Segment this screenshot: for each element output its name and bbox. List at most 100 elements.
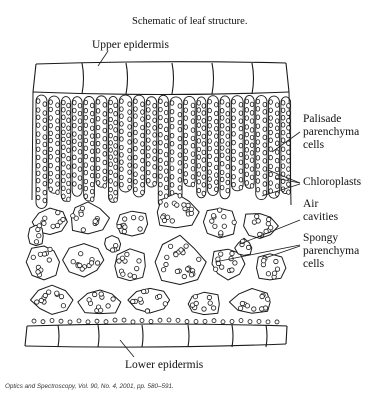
chloroplast (55, 223, 59, 227)
upper-epidermis-cell-wall (212, 63, 214, 94)
chloroplast (170, 183, 174, 188)
chloroplast (67, 174, 71, 179)
chloroplast (191, 128, 195, 133)
chloroplast (95, 319, 99, 323)
chloroplast (128, 102, 132, 107)
chloroplast (191, 159, 195, 164)
chloroplast (269, 116, 273, 121)
chloroplast (256, 179, 260, 184)
chloroplast (214, 149, 218, 154)
chloroplast (67, 133, 71, 138)
chloroplast (232, 140, 236, 145)
chloroplast (109, 148, 113, 153)
chloroplast (263, 102, 267, 107)
chloroplast (67, 148, 71, 153)
chloroplast (263, 167, 267, 172)
chloroplast (90, 197, 94, 202)
chloroplast (96, 116, 100, 121)
chloroplast (191, 136, 195, 141)
chloroplast (256, 171, 260, 176)
chloroplast (263, 135, 267, 140)
chloroplast (226, 103, 230, 108)
chloroplast (220, 116, 224, 121)
chloroplast (141, 158, 145, 163)
chloroplast (239, 185, 243, 190)
chloroplast (214, 134, 218, 139)
chloroplast (36, 187, 40, 192)
chloroplast (184, 164, 188, 169)
chloroplast (120, 114, 124, 119)
chloroplast (256, 140, 260, 145)
chloroplast (178, 112, 182, 117)
chloroplast (43, 150, 47, 155)
upper-epidermis-cell-wall (252, 63, 254, 94)
chloroplast (159, 132, 163, 137)
chloroplast (287, 103, 291, 108)
label-chloroplasts: Chloroplasts (303, 176, 361, 189)
upper-epidermis-layer (33, 62, 289, 95)
chloroplast (120, 167, 124, 172)
chloroplast (99, 308, 103, 312)
chloroplast (47, 290, 51, 294)
lower-epidermis-layer (25, 324, 287, 347)
chloroplast (138, 297, 142, 301)
chloroplast (153, 156, 157, 161)
chloroplast (90, 149, 94, 154)
chloroplast (78, 119, 82, 124)
chloroplast (134, 139, 138, 144)
chloroplast (170, 190, 174, 195)
chloroplast (73, 155, 77, 160)
leader-upper-epidermis (98, 51, 108, 66)
chloroplast (178, 193, 182, 198)
chloroplast (256, 132, 260, 137)
chloroplast (49, 187, 53, 192)
citation: Optics and Spectroscopy, Vol. 90, No. 4,… (5, 383, 174, 390)
chloroplast (90, 118, 94, 123)
chloroplast (62, 100, 66, 105)
chloroplast (164, 194, 168, 199)
chloroplast (214, 157, 218, 162)
chloroplast (281, 100, 285, 105)
chloroplast (36, 132, 40, 137)
chloroplast (184, 244, 188, 248)
chloroplast (73, 123, 77, 128)
chloroplast (226, 156, 230, 161)
label-lower-epidermis: Lower epidermis (125, 359, 203, 372)
chloroplast (43, 190, 47, 195)
chloroplast (134, 122, 138, 127)
chloroplast (134, 130, 138, 135)
chloroplast (238, 306, 242, 310)
chloroplast (266, 297, 270, 301)
chloroplast (79, 212, 83, 216)
chloroplast (197, 180, 201, 185)
chloroplast (260, 307, 264, 311)
chloroplast (128, 170, 132, 175)
chloroplast (56, 158, 60, 163)
chloroplast (109, 179, 113, 184)
spongy-cell (26, 246, 59, 280)
chloroplast (36, 115, 40, 120)
chloroplast (43, 126, 47, 131)
chloroplast (48, 247, 52, 251)
chloroplast (287, 133, 291, 138)
chloroplast (153, 141, 157, 146)
chloroplast (159, 107, 163, 112)
chloroplast (131, 299, 135, 303)
chloroplast (55, 291, 59, 295)
chloroplast (67, 118, 71, 123)
chloroplast (90, 126, 94, 131)
chloroplast (222, 224, 226, 228)
chloroplast (245, 140, 249, 145)
chloroplast (245, 125, 249, 130)
chloroplast (141, 149, 145, 154)
chloroplast (202, 142, 206, 147)
chloroplast (84, 146, 88, 151)
chloroplast (135, 266, 139, 270)
chloroplast (62, 178, 66, 183)
chloroplast (134, 107, 138, 112)
chloroplast (255, 214, 259, 218)
chloroplast (49, 163, 53, 168)
chloroplast (56, 103, 60, 108)
chloroplast (84, 194, 88, 199)
chloroplast (103, 136, 107, 141)
